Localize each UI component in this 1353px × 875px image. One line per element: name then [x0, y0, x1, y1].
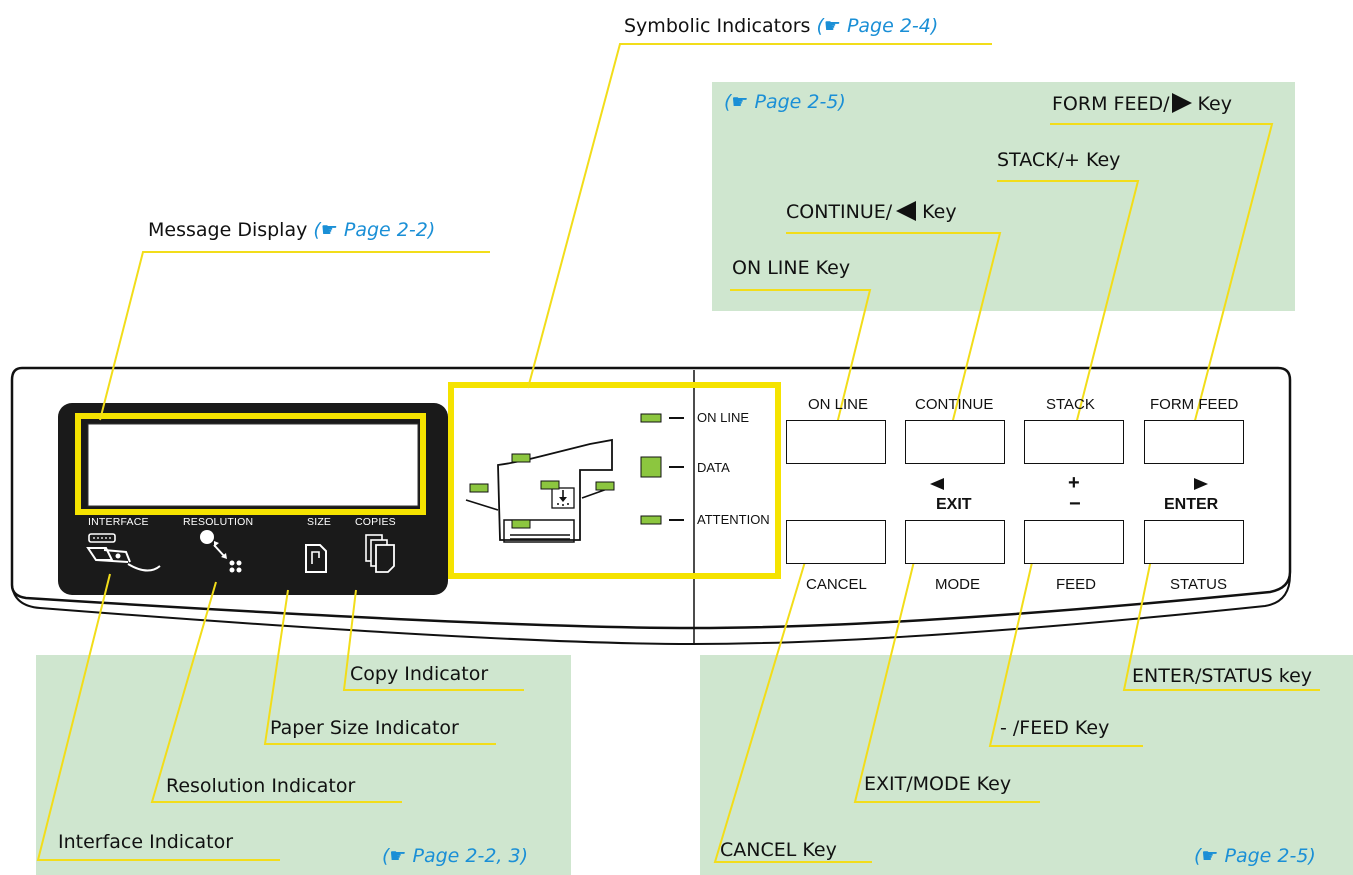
callout-resolution-indicator: Resolution Indicator — [166, 775, 356, 797]
key-label-form-feed: FORM FEED — [1150, 396, 1239, 413]
minus-label: − — [1069, 493, 1081, 515]
callout-bottom-right-ref[interactable]: (☛ Page 2-5) — [1194, 845, 1316, 867]
callout-paper-size-indicator: Paper Size Indicator — [270, 717, 459, 739]
key-label-stack: STACK — [1046, 396, 1095, 413]
callout-form-feed-text: FORM FEED/ — [1052, 93, 1170, 115]
continue-key[interactable] — [905, 420, 1005, 464]
callout-message-text: Message Display — [148, 219, 308, 241]
left-arrow-icon — [930, 478, 944, 490]
right-triangle-icon — [1171, 93, 1192, 113]
key-label-continue: CONTINUE — [915, 396, 994, 413]
lcd-label-resolution: RESOLUTION — [183, 516, 254, 528]
interface-icon — [86, 533, 161, 572]
exit-label: EXIT — [936, 496, 972, 513]
copies-icon — [365, 534, 395, 573]
callout-continue-suffix: Key — [922, 201, 957, 223]
callout-symbolic-ref[interactable]: (☛ Page 2-4) — [816, 15, 939, 37]
plus-label: + — [1068, 472, 1080, 494]
callout-continue-key: CONTINUE/Key — [786, 200, 957, 224]
callout-exit-mode-key: EXIT/MODE Key — [864, 773, 1012, 795]
callout-form-feed-key: FORM FEED/Key — [1052, 92, 1232, 116]
form-feed-key[interactable] — [1144, 420, 1244, 464]
key-label-status: STATUS — [1170, 576, 1227, 593]
callout-online-key: ON LINE Key — [732, 257, 851, 279]
paper-size-icon — [305, 544, 327, 573]
right-arrow-icon — [1194, 478, 1208, 490]
key-label-feed: FEED — [1056, 576, 1097, 593]
callout-form-feed-suffix: Key — [1197, 93, 1232, 115]
stack-key[interactable] — [1024, 420, 1124, 464]
key-label-mode: MODE — [935, 576, 980, 593]
lcd-label-interface: INTERFACE — [88, 516, 149, 528]
callout-feed-key: - /FEED Key — [1000, 717, 1110, 739]
callout-continue-text: CONTINUE/ — [786, 201, 893, 223]
callout-bottom-left-ref[interactable]: (☛ Page 2-2, 3) — [382, 845, 528, 867]
led-label-online: ON LINE — [697, 410, 750, 425]
callout-cancel-key: CANCEL Key — [720, 839, 837, 861]
online-key[interactable] — [786, 420, 886, 464]
exit-mode-key[interactable] — [905, 520, 1005, 564]
callout-top-group-ref[interactable]: (☛ Page 2-5) — [724, 91, 846, 113]
callout-symbolic-text: Symbolic Indicators — [624, 15, 811, 37]
enter-label: ENTER — [1164, 496, 1219, 513]
lcd-label-copies: COPIES — [355, 516, 396, 528]
callout-interface-indicator: Interface Indicator — [58, 831, 234, 853]
led-label-attention: ATTENTION — [697, 512, 770, 527]
callout-message-display: Message Display (☛ Page 2-2) — [148, 218, 435, 242]
enter-status-key[interactable] — [1144, 520, 1244, 564]
lcd-label-size: SIZE — [307, 516, 332, 528]
callout-message-ref[interactable]: (☛ Page 2-2) — [313, 219, 436, 241]
left-triangle-icon — [896, 201, 917, 221]
key-label-cancel: CANCEL — [806, 576, 867, 593]
callout-symbolic-indicators: Symbolic Indicators (☛ Page 2-4) — [624, 14, 938, 38]
resolution-icon — [200, 530, 242, 573]
key-label-online: ON LINE — [808, 396, 869, 413]
printer-symbol-icon — [465, 438, 615, 543]
callout-copy-indicator: Copy Indicator — [350, 663, 489, 685]
feed-key[interactable] — [1024, 520, 1124, 564]
cancel-key[interactable] — [786, 520, 886, 564]
callout-stack-key: STACK/+ Key — [997, 149, 1121, 171]
led-label-data: DATA — [697, 460, 730, 475]
callout-enter-status-key: ENTER/STATUS key — [1132, 665, 1313, 687]
